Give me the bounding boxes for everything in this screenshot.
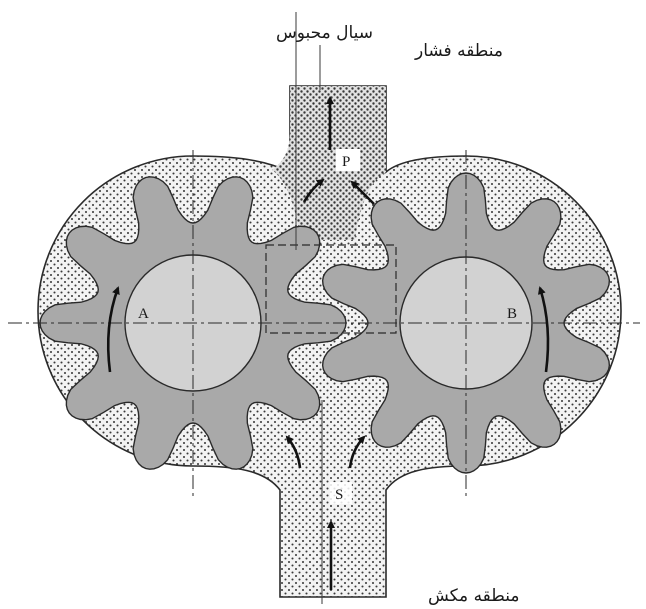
port-s-label: S — [335, 487, 343, 503]
port-p-label: P — [342, 154, 350, 170]
trapped-fluid-label: سیال محبوس — [276, 23, 373, 43]
gear-b-label: B — [507, 306, 517, 322]
gear-a-label: A — [138, 306, 149, 322]
suction-zone-label: منطقه مکش — [428, 586, 519, 606]
pressure-zone-label: منطقه فشار — [414, 41, 503, 61]
